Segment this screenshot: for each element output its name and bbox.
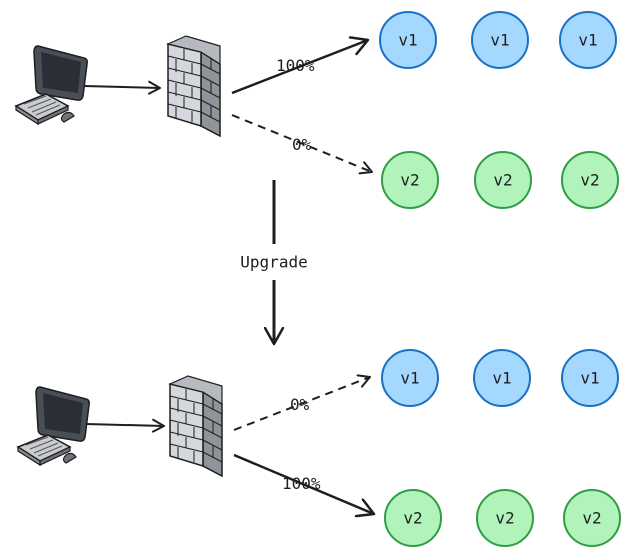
v2-instance-label: v2 (403, 509, 422, 528)
v1-instance: v1 (559, 11, 617, 69)
v2-instance-label: v2 (493, 171, 512, 190)
v2-instance: v2 (561, 151, 619, 209)
route-to-v1-arrow (231, 40, 368, 95)
top-scenario: 100% 0% v1 v1 v1 v2 v2 v2 (15, 11, 619, 209)
v2-instance-label: v2 (582, 509, 601, 528)
v1-traffic-label: 0% (290, 395, 310, 414)
route-to-v1-arrow (233, 374, 371, 431)
v2-instance-label: v2 (400, 171, 419, 190)
v1-instance: v1 (471, 11, 529, 69)
v2-instance-label: v2 (495, 509, 514, 528)
v2-traffic-label: 0% (292, 135, 312, 154)
computer-icon (17, 386, 90, 466)
v1-instance: v1 (561, 349, 619, 407)
v2-instance-label: v2 (580, 171, 599, 190)
v2-instance: v2 (476, 489, 534, 547)
v1-instance: v1 (379, 11, 437, 69)
upgrade-label: Upgrade (240, 253, 307, 272)
v1-instance-label: v1 (400, 369, 419, 388)
v1-instance-label: v1 (578, 31, 597, 50)
route-to-v2-arrow (233, 453, 374, 514)
route-to-v2-arrow (231, 114, 373, 175)
v1-traffic-label: 100% (276, 56, 315, 75)
upgrade-transition: Upgrade (240, 180, 308, 344)
v1-instance: v1 (381, 349, 439, 407)
v2-traffic-label: 100% (282, 474, 321, 493)
v1-instance: v1 (473, 349, 531, 407)
v1-instance-label: v1 (398, 31, 417, 50)
v2-instance: v2 (381, 151, 439, 209)
client-to-gateway-arrow (85, 418, 165, 433)
client-to-gateway-arrow (83, 80, 161, 95)
computer-icon (15, 45, 88, 125)
v1-instance-label: v1 (580, 369, 599, 388)
firewall-icon (167, 35, 221, 137)
bottom-scenario: 0% 100% v1 v1 v1 v2 v2 v2 (17, 349, 621, 547)
v2-instance: v2 (563, 489, 621, 547)
v2-instance: v2 (384, 489, 442, 547)
firewall-icon (169, 375, 223, 477)
v1-instance-label: v1 (490, 31, 509, 50)
v1-instance-label: v1 (492, 369, 511, 388)
v2-instance: v2 (474, 151, 532, 209)
